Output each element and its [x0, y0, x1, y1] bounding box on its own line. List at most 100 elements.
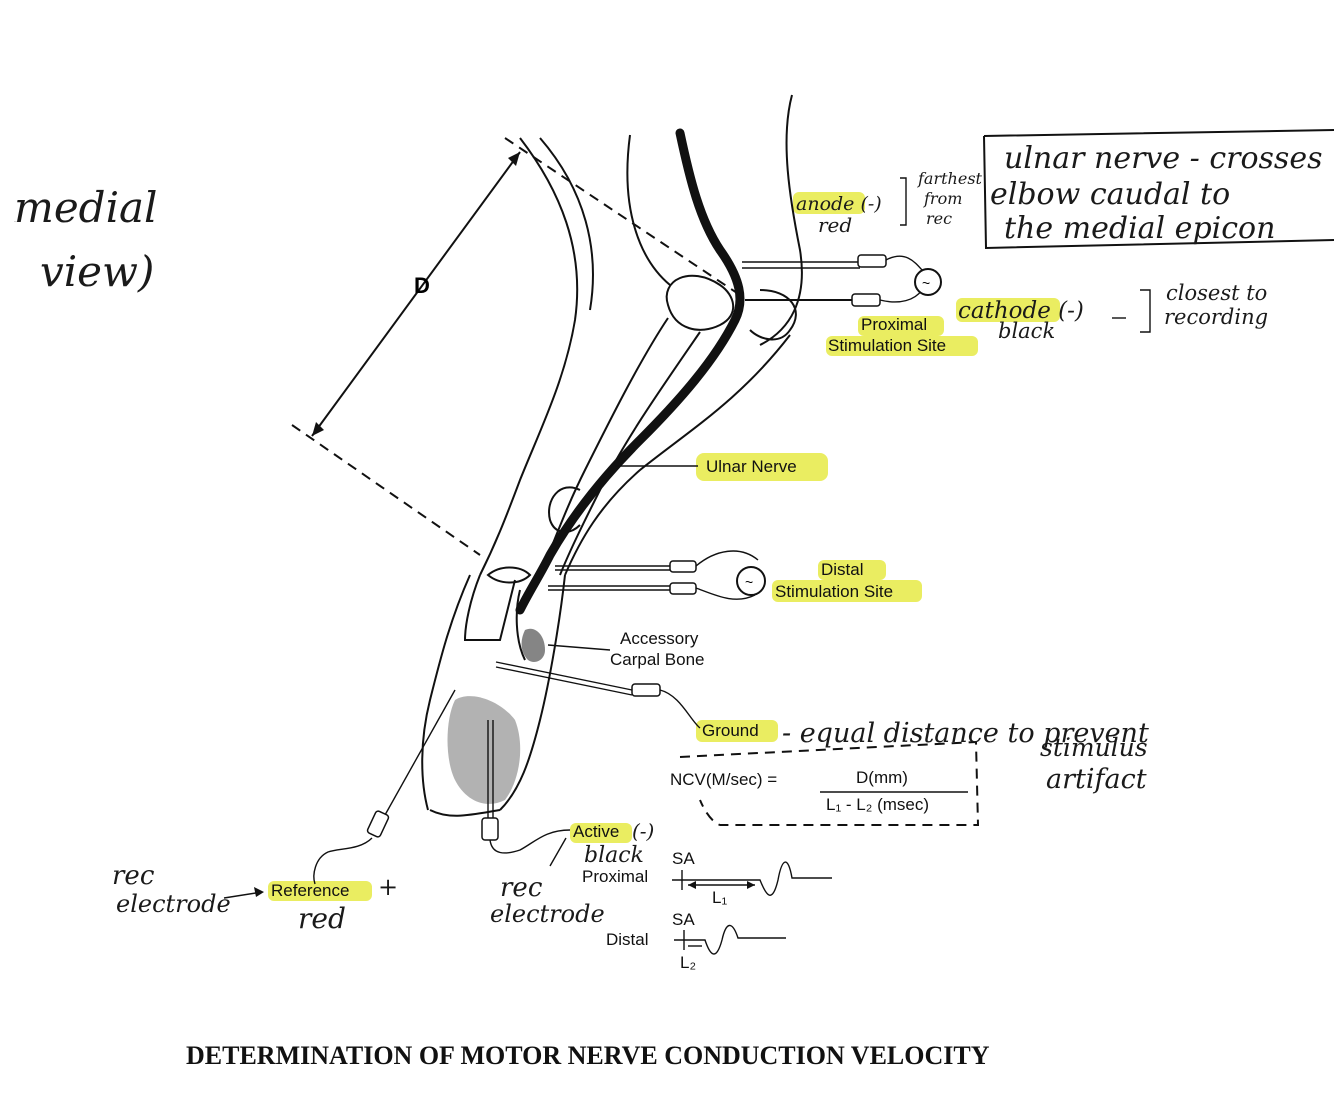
sa-distal: SA	[672, 910, 695, 929]
distal-cathode-electrode	[669, 582, 697, 595]
label-accessory: Accessory	[620, 629, 699, 648]
note-active-sign: (-)	[632, 819, 654, 843]
proximal-stimulator: ~	[742, 254, 942, 307]
label-distal-site: Stimulation Site	[775, 582, 893, 601]
label-carpal-bone: Carpal Bone	[610, 650, 705, 669]
note-reference-color: red	[298, 902, 346, 935]
distal-stimulator-symbol: ~	[745, 574, 753, 590]
label-proximal-site: Stimulation Site	[828, 336, 946, 355]
d-arrow-head-bottom	[312, 422, 324, 436]
label-active: Active	[573, 822, 619, 841]
note-rec-left-1: rec	[112, 861, 155, 891]
note-cathode: cathode (-)	[958, 298, 1084, 324]
note-rec-left-2: electrode	[116, 890, 231, 918]
note-medial: medial	[14, 183, 157, 232]
anode-bracket	[900, 177, 907, 226]
accessory-carpal-pad	[521, 628, 545, 662]
note-anode-color: red	[818, 213, 852, 237]
label-ground: Ground	[702, 721, 759, 740]
proximal-trace	[672, 861, 832, 896]
ground-lead	[495, 666, 633, 696]
elbow-cranial-bump	[749, 289, 797, 341]
highlight-proximal-site	[826, 336, 978, 356]
active-arrow	[549, 837, 567, 867]
cathode-bracket	[1140, 289, 1151, 333]
ncv-numerator: D(mm)	[856, 768, 908, 787]
d-arrow-head-top	[508, 152, 520, 166]
reference-lead	[384, 689, 456, 816]
anode-electrode	[857, 254, 887, 268]
l1-label: L₁	[712, 888, 727, 907]
note-box-line-1: ulnar nerve - crosses	[1004, 141, 1322, 176]
note-equal-1: - equal distance to prevent	[782, 718, 1149, 749]
note-equal-3: artifact	[1046, 764, 1147, 795]
carpus-caudal	[463, 574, 516, 641]
formula-dash-box	[679, 740, 980, 826]
ncv-lhs: NCV(M/sec) =	[670, 770, 777, 789]
note-box-line-3: the medial epicon	[1004, 211, 1275, 246]
distal-stimulator: ~	[548, 550, 766, 600]
proximal-dash-line	[504, 137, 741, 296]
note-closest-1: closest to	[1166, 281, 1267, 305]
label-ulnar-nerve: Ulnar Nerve	[706, 457, 797, 476]
d-label: D	[414, 273, 430, 298]
label-reference: Reference	[271, 881, 349, 900]
leg-caudal-outline	[479, 137, 579, 576]
handwritten-notes: medial view) medial view) anode (-) red …	[14, 129, 1334, 935]
carpal-joint	[486, 566, 532, 584]
note-anode: anode (-)	[796, 193, 882, 215]
olecranon-outline	[626, 134, 671, 286]
note-active-color: black	[584, 843, 644, 868]
note-box-line-2: elbow caudal to	[990, 177, 1230, 212]
highlight-ulnar-nerve	[696, 453, 828, 481]
trace-distal-label: Distal	[606, 930, 649, 949]
note-closest-2: recording	[1164, 305, 1268, 329]
highlight-reference	[268, 881, 372, 901]
active-electrode	[481, 817, 499, 841]
stimulator-symbol: ~	[922, 275, 930, 291]
distal-stimulator-icon	[736, 566, 766, 596]
note-farthest-1: farthest	[917, 169, 983, 188]
highlight-proximal	[858, 316, 944, 336]
highlight-active	[570, 823, 632, 843]
note-cathode-color: black	[998, 319, 1055, 343]
note-box	[983, 129, 1334, 250]
recording-electrodes	[313, 661, 701, 885]
distal-trace	[674, 924, 786, 955]
accessory-carpal	[515, 589, 526, 661]
carpal-pad	[447, 696, 521, 804]
humeral-condyle	[665, 274, 735, 331]
paw-cranial-outline	[499, 574, 566, 811]
paw-sole	[429, 809, 501, 817]
ulnar-nerve-line	[515, 128, 745, 615]
highlight-distal-site	[772, 580, 922, 602]
ncv-formula: NCV(M/sec) = D(mm) L₁ - L₂ (msec)	[670, 740, 980, 826]
reference-electrode	[366, 810, 390, 838]
trace-proximal-label: Proximal	[582, 867, 648, 886]
highlight-cathode	[956, 298, 1060, 322]
cathode-electrode	[851, 293, 881, 307]
note-rec-mid-1: rec	[500, 873, 543, 903]
page-title: DETERMINATION OF MOTOR NERVE CONDUCTION …	[186, 1041, 990, 1070]
l2-label: L₂	[680, 953, 696, 972]
highlights	[268, 192, 1060, 901]
ncv-denominator: L₁ - L₂ (msec)	[826, 795, 929, 814]
note-farthest-3: rec	[926, 209, 952, 228]
highlight-ground	[696, 720, 778, 742]
highlight-anode	[793, 192, 865, 214]
note-reference-sign: +	[378, 873, 398, 901]
note-view: view)	[40, 247, 154, 296]
distance-marker: D	[291, 137, 741, 556]
stimulator-icon	[914, 268, 942, 296]
note-rec-mid-2: electrode	[490, 900, 605, 928]
note-farthest-2: from	[923, 189, 962, 208]
label-proximal: Proximal	[861, 315, 927, 334]
distal-dash-line	[291, 424, 481, 556]
sa-proximal: SA	[672, 849, 695, 868]
highlight-distal	[818, 560, 886, 580]
leg-cranial-outline	[759, 94, 803, 346]
d-arrow-line	[311, 151, 521, 437]
ground-electrode	[631, 683, 661, 697]
paw-caudal-outline	[421, 574, 471, 811]
